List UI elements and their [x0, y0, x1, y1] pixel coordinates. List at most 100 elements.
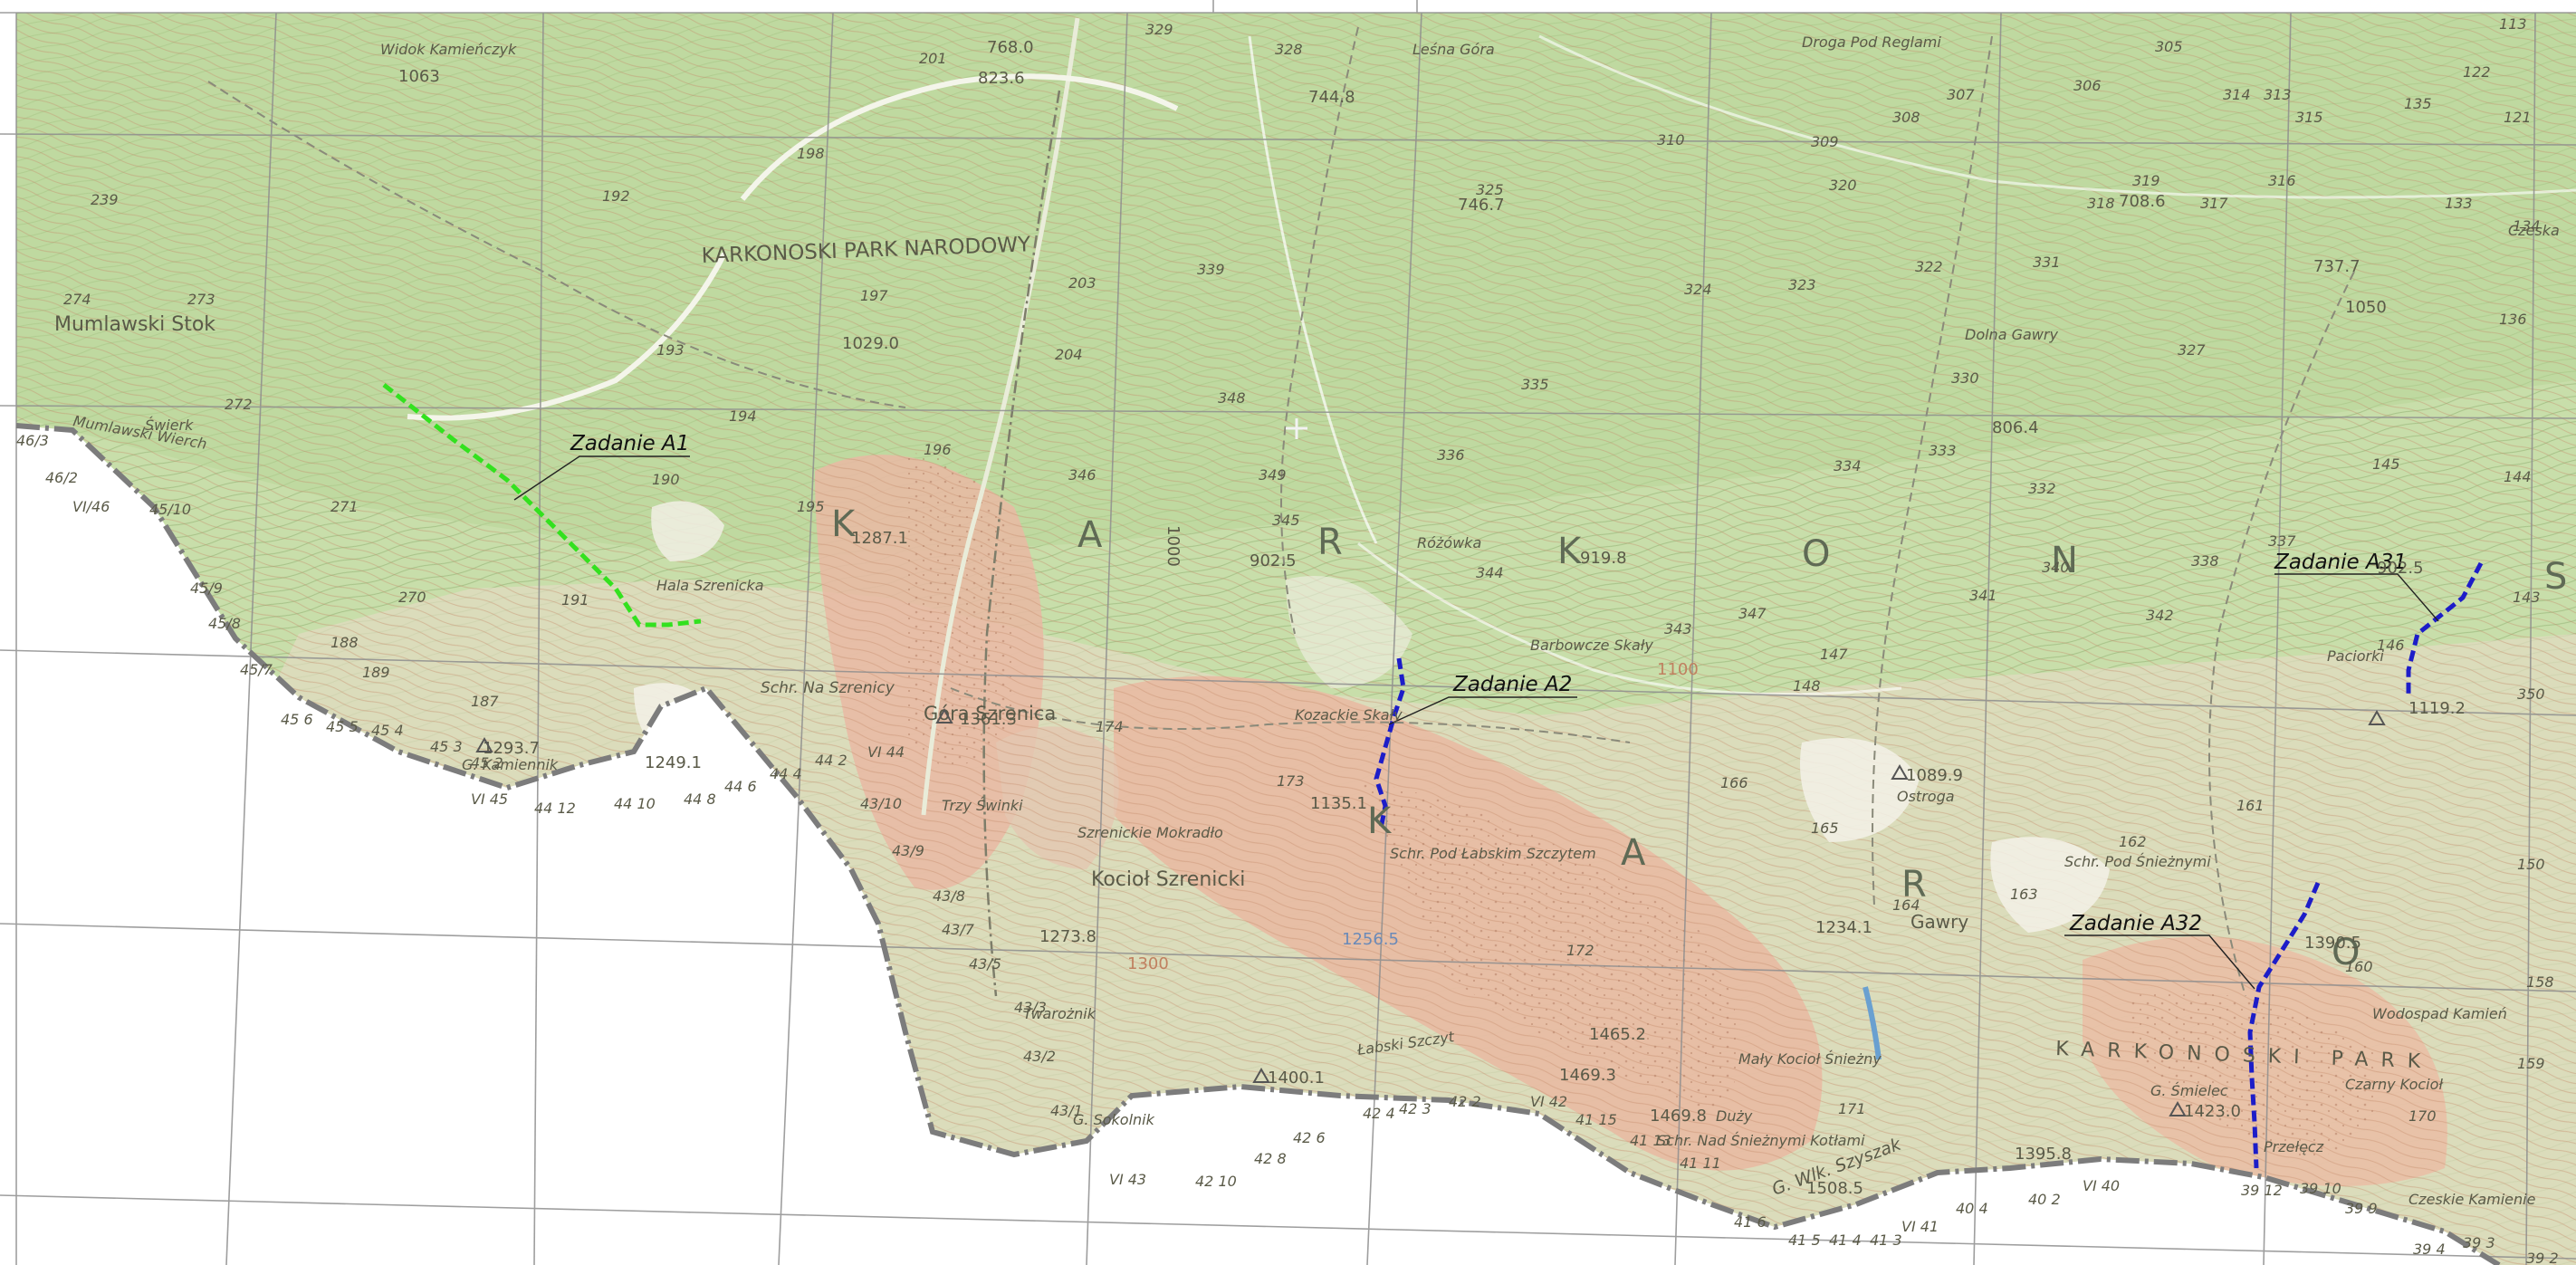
svg-text:163: 163 — [2010, 886, 2038, 903]
elevation-labels: 1063 823.6 768.0 744.8 746.7 708.6 737.7… — [398, 38, 2466, 1198]
route-a1[interactable]: Zadanie A1 — [382, 383, 702, 628]
svg-text:43/7: 43/7 — [942, 921, 975, 938]
svg-text:VI 42: VI 42 — [1530, 1093, 1567, 1110]
svg-text:744.8: 744.8 — [1308, 88, 1355, 107]
svg-text:314: 314 — [2223, 86, 2251, 103]
svg-text:42 8: 42 8 — [1254, 1150, 1287, 1167]
svg-text:Schr. Pod Śnieżnymi: Schr. Pod Śnieżnymi — [2064, 853, 2211, 870]
svg-text:G. Sokolnik: G. Sokolnik — [1073, 1111, 1155, 1128]
svg-text:201: 201 — [919, 50, 947, 67]
svg-text:902.5: 902.5 — [1250, 551, 1297, 570]
svg-text:45/7: 45/7 — [240, 661, 273, 678]
summit-icons — [475, 707, 2386, 1116]
svg-text:1273.8: 1273.8 — [1039, 927, 1096, 946]
svg-text:1390.5: 1390.5 — [2304, 934, 2361, 953]
svg-text:823.6: 823.6 — [978, 69, 1025, 88]
svg-text:39 9: 39 9 — [2345, 1200, 2378, 1217]
svg-text:144: 144 — [2504, 468, 2532, 485]
svg-text:164: 164 — [1892, 896, 1920, 914]
svg-text:N: N — [2051, 540, 2078, 581]
svg-text:VI 45: VI 45 — [471, 791, 508, 808]
svg-text:Czeskie Kamienie: Czeskie Kamienie — [2408, 1191, 2536, 1208]
svg-text:Czeska: Czeska — [2508, 222, 2560, 239]
svg-text:133: 133 — [2445, 195, 2473, 212]
route-a31[interactable]: Zadanie A31 — [2274, 551, 2484, 697]
svg-text:R: R — [1901, 864, 1927, 906]
svg-text:45/10: 45/10 — [149, 501, 191, 518]
svg-text:166: 166 — [1720, 774, 1748, 791]
svg-text:708.6: 708.6 — [2119, 192, 2166, 211]
svg-text:122: 122 — [2463, 63, 2491, 81]
svg-text:A: A — [1077, 514, 1103, 556]
svg-text:G. Kamiennik: G. Kamiennik — [462, 756, 559, 773]
svg-text:135: 135 — [2404, 95, 2432, 112]
svg-text:45/9: 45/9 — [190, 580, 223, 597]
svg-text:Kozackie Skały: Kozackie Skały — [1295, 706, 1403, 724]
route-a32[interactable]: Zadanie A32 — [2064, 882, 2321, 1169]
svg-text:174: 174 — [1096, 718, 1124, 735]
svg-text:41 3: 41 3 — [1870, 1231, 1902, 1249]
svg-text:346: 346 — [1068, 466, 1096, 484]
svg-text:146: 146 — [2377, 637, 2405, 654]
svg-text:310: 310 — [1657, 131, 1685, 149]
svg-text:1508.5: 1508.5 — [1806, 1179, 1863, 1198]
svg-text:306: 306 — [2073, 77, 2102, 94]
svg-text:K: K — [1557, 531, 1583, 572]
svg-text:VI 41: VI 41 — [1901, 1218, 1939, 1235]
svg-text:1135.1: 1135.1 — [1310, 794, 1367, 813]
route-a2[interactable]: Zadanie A2 — [1374, 657, 1577, 829]
svg-text:170: 170 — [2408, 1107, 2437, 1125]
svg-text:39 3: 39 3 — [2463, 1234, 2495, 1251]
svg-text:198: 198 — [797, 145, 825, 162]
svg-text:Barbowcze Skały: Barbowcze Skały — [1530, 637, 1653, 654]
svg-text:158: 158 — [2526, 973, 2554, 991]
svg-text:271: 271 — [330, 498, 359, 515]
svg-text:919.8: 919.8 — [1580, 549, 1627, 568]
svg-text:VI/46: VI/46 — [72, 498, 110, 515]
svg-text:317: 317 — [2200, 195, 2228, 212]
svg-text:318: 318 — [2087, 195, 2115, 212]
svg-text:Wodospad Kamień: Wodospad Kamień — [2372, 1005, 2507, 1022]
svg-text:43/10: 43/10 — [860, 795, 902, 812]
svg-text:341: 341 — [1969, 587, 1997, 604]
svg-text:Różówka: Różówka — [1417, 534, 1481, 551]
svg-text:41 6: 41 6 — [1734, 1213, 1767, 1231]
svg-text:270: 270 — [398, 589, 426, 606]
route-a2-label: Zadanie A2 — [1452, 673, 1572, 696]
svg-text:196: 196 — [924, 441, 952, 458]
svg-text:42 10: 42 10 — [1195, 1173, 1237, 1190]
svg-text:1119.2: 1119.2 — [2408, 699, 2466, 718]
svg-text:1423.0: 1423.0 — [2184, 1102, 2241, 1121]
svg-text:Trzy Świnki: Trzy Świnki — [942, 797, 1023, 814]
svg-text:172: 172 — [1566, 942, 1594, 959]
svg-text:347: 347 — [1738, 605, 1767, 622]
svg-text:190: 190 — [652, 471, 680, 488]
section-numbers: 274 273 239 272 271 270 188 189 187 191 … — [63, 21, 2554, 1125]
svg-text:Świerk: Świerk — [145, 417, 194, 434]
svg-text:43/2: 43/2 — [1023, 1048, 1056, 1065]
svg-text:737.7: 737.7 — [2313, 257, 2361, 276]
svg-text:134: 134 — [2513, 217, 2541, 235]
svg-text:159: 159 — [2517, 1055, 2545, 1072]
svg-text:329: 329 — [1145, 21, 1173, 38]
svg-text:Leśna Góra: Leśna Góra — [1412, 41, 1495, 58]
svg-text:42 3: 42 3 — [1399, 1100, 1432, 1117]
svg-text:334: 334 — [1834, 457, 1862, 474]
place-names: Mumlawski Stok Mumlawski Wierch Góra Szr… — [54, 34, 2560, 1208]
svg-text:313: 313 — [2264, 86, 2292, 103]
svg-text:316: 316 — [2268, 172, 2296, 189]
svg-text:O: O — [1802, 533, 1830, 575]
svg-text:A: A — [1621, 832, 1646, 874]
svg-text:1395.8: 1395.8 — [2015, 1145, 2072, 1164]
route-a1-label: Zadanie A1 — [570, 432, 689, 455]
svg-text:Mały Kocioł Śnieżny: Mały Kocioł Śnieżny — [1738, 1050, 1882, 1068]
svg-text:150: 150 — [2517, 856, 2545, 873]
svg-text:41 13: 41 13 — [1630, 1132, 1671, 1149]
svg-text:338: 338 — [2191, 552, 2219, 570]
svg-text:Schr. Pod Łabskim Szczytem: Schr. Pod Łabskim Szczytem — [1390, 845, 1596, 862]
svg-text:204: 204 — [1055, 346, 1083, 363]
svg-text:VI 43: VI 43 — [1109, 1171, 1146, 1188]
svg-text:41 5: 41 5 — [1788, 1231, 1821, 1249]
svg-text:G. Śmielec: G. Śmielec — [2150, 1082, 2228, 1099]
